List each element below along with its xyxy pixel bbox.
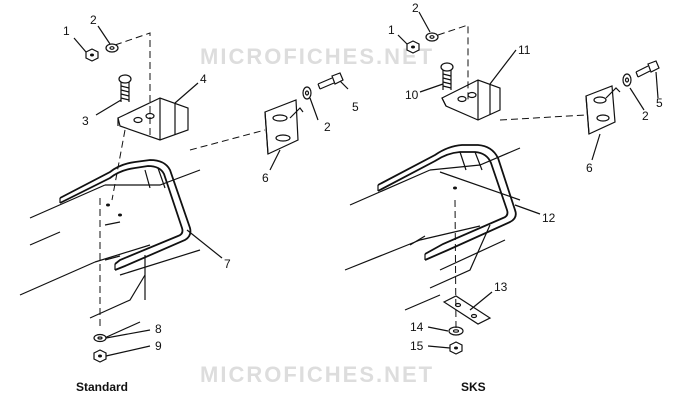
standard-chassis [19, 169, 201, 341]
sks-strap [442, 295, 492, 325]
callout-sks-14: 14 [410, 320, 424, 334]
callout-std-6: 6 [262, 171, 269, 185]
sks-nut-top [406, 40, 420, 54]
callout-std-7: 7 [224, 257, 231, 271]
callout-std-4: 4 [200, 72, 207, 86]
callout-std-1: 1 [63, 24, 70, 38]
callout-sks-6: 6 [586, 161, 593, 175]
standard-assembly [19, 25, 349, 363]
standard-bolt [118, 74, 132, 102]
sks-assembly [344, 11, 660, 355]
callout-sks-12: 12 [542, 211, 556, 225]
standard-washer-top [105, 43, 119, 53]
callout-sks-5: 5 [656, 96, 663, 110]
callout-sks-11: 11 [518, 43, 531, 57]
sks-plate [585, 85, 621, 135]
callout-sks-15: 15 [410, 339, 424, 353]
standard-washer-side [302, 86, 312, 100]
callout-std-2b: 2 [324, 120, 331, 134]
sks-nut-bottom [449, 341, 463, 355]
callout-std-5: 5 [352, 100, 359, 114]
callout-std-8: 8 [155, 322, 162, 336]
callout-std-3: 3 [82, 114, 89, 128]
watermark-bottom: MICROFICHES.NET [200, 362, 434, 387]
watermark-top: MICROFICHES.NET [200, 44, 434, 69]
sks-bolt [440, 62, 454, 90]
standard-bracket [117, 97, 189, 141]
sks-bumper [377, 144, 517, 261]
caption-standard: Standard [76, 380, 128, 394]
standard-bolt-side [317, 72, 344, 90]
callout-sks-1: 1 [388, 23, 395, 37]
callout-std-2: 2 [90, 13, 97, 27]
standard-nut-bottom [93, 349, 107, 363]
callout-std-9: 9 [155, 339, 162, 353]
sks-washer-bottom [448, 326, 464, 336]
standard-plate [264, 99, 304, 155]
sks-washer-side [622, 73, 632, 87]
callout-sks-10: 10 [405, 88, 419, 102]
callout-sks-2b: 2 [642, 109, 649, 123]
sks-washer-top [425, 32, 439, 42]
callout-sks-2: 2 [412, 1, 419, 15]
standard-washer-bottom [93, 333, 107, 343]
callout-sks-13: 13 [494, 280, 508, 294]
standard-nut-top [85, 48, 99, 62]
sks-bolt-side [635, 60, 660, 78]
standard-bumper [59, 159, 192, 271]
caption-sks: SKS [461, 380, 486, 394]
